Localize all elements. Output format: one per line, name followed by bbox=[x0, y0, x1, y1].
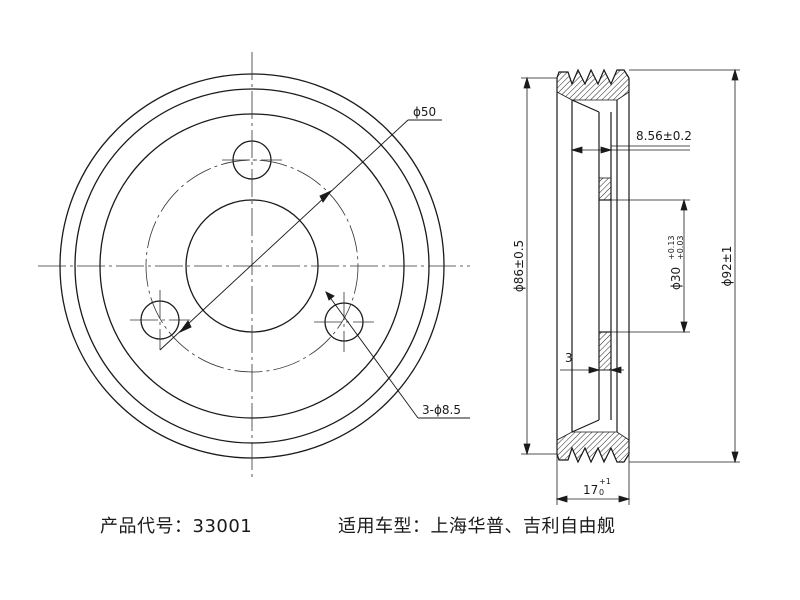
pcd-label: ϕ50 bbox=[413, 105, 436, 119]
inner-arrow-bottom bbox=[523, 443, 531, 456]
wall-arrow-right bbox=[609, 366, 622, 374]
holes-label: 3-ϕ8.5 bbox=[422, 403, 461, 417]
lower-transition bbox=[571, 419, 600, 433]
hatch-web-upper bbox=[598, 177, 612, 201]
product-code-caption: 产品代号：33001 bbox=[100, 516, 253, 537]
upper-transition bbox=[571, 99, 600, 113]
bore-label: ϕ30 bbox=[669, 267, 683, 290]
hatch-bottom-groove bbox=[556, 431, 630, 463]
width-label: 8.56±0.2 bbox=[636, 129, 692, 143]
pcd-leader bbox=[159, 119, 409, 351]
applicable-models-caption: 适用车型：上海华普、吉利自由舰 bbox=[338, 516, 616, 537]
length-arrow-right bbox=[618, 495, 631, 503]
outer-arrow-bottom bbox=[731, 451, 739, 464]
bore-tol-upper: +0.13 bbox=[667, 235, 676, 260]
length-tol-lower: 0 bbox=[599, 488, 604, 497]
bore-tol-lower: +0.03 bbox=[676, 235, 685, 260]
front-view-dimensions bbox=[159, 119, 470, 419]
bore-arrow-top bbox=[680, 198, 688, 211]
length-label: 17 bbox=[583, 483, 598, 497]
holes-arrow-head bbox=[325, 291, 335, 301]
outer-arrow-top bbox=[731, 68, 739, 81]
side-view bbox=[556, 68, 630, 464]
length-arrow-left bbox=[555, 495, 568, 503]
holes-leader bbox=[325, 291, 419, 419]
hatch-top-groove bbox=[556, 69, 630, 101]
wall-label: 3 bbox=[565, 351, 573, 365]
bore-label-group: ϕ30 +0.13 +0.03 bbox=[667, 235, 685, 290]
hatch-web-lower bbox=[598, 331, 612, 371]
section-hatching bbox=[556, 69, 630, 463]
pcd-arrow-head-a bbox=[178, 320, 192, 334]
wall-arrow-left bbox=[588, 366, 601, 374]
front-view-center-lines bbox=[38, 52, 470, 480]
width-arrow-left bbox=[570, 146, 583, 154]
width-arrow-right bbox=[600, 146, 613, 154]
side-view-dimensions bbox=[521, 68, 740, 505]
inner-arrow-top bbox=[523, 76, 531, 89]
outer-diameter-label: ϕ92±1 bbox=[720, 246, 734, 287]
length-tol-upper: +1 bbox=[599, 477, 611, 486]
inner-diameter-label: ϕ86±0.5 bbox=[512, 240, 526, 292]
bore-arrow-bottom bbox=[680, 321, 688, 334]
pcd-arrow-head-b bbox=[319, 189, 333, 203]
pitch-circle bbox=[145, 159, 359, 373]
